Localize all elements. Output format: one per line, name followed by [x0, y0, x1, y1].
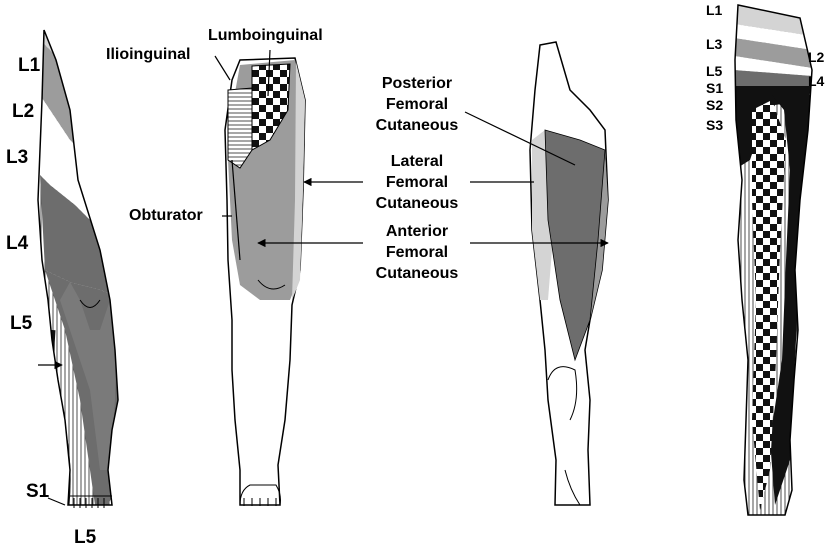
dermatome-label-l5: L5 [10, 314, 32, 333]
dermatome-label-l2-posterior: L2 [808, 50, 824, 64]
leader-lines [38, 50, 608, 505]
nerve-label-anterior-femoral-cutaneous: Anterior Femoral Cutaneous [364, 224, 470, 287]
nerve-label-obturator: Obturator [129, 208, 203, 224]
dermatome-label-s1-posterior: S1 [706, 81, 723, 95]
dermatome-label-l4-posterior: L4 [808, 74, 824, 88]
nerve-label-posterior-femoral-cutaneous: Posterior Femoral Cutaneous [364, 76, 470, 139]
dermatome-label-l3-posterior: L3 [706, 37, 722, 51]
dermatome-label-l1: L1 [18, 56, 40, 75]
leg-posterior-dermatomes [730, 0, 820, 520]
dermatome-label-l1-posterior: L1 [706, 3, 722, 17]
dermatome-label-s1: S1 [26, 482, 49, 501]
dermatome-label-l2: L2 [12, 102, 34, 121]
nerve-label-ilioinguinal: Ilioinguinal [106, 47, 190, 63]
dermatome-label-s2-posterior: S2 [706, 98, 723, 112]
leg-anterior-nerves [225, 58, 305, 506]
dermatome-label-l5-posterior: L5 [706, 64, 722, 78]
leg-anterior-dermatomes [30, 20, 130, 520]
nerve-label-lumboinguinal: Lumboinguinal [208, 28, 323, 44]
dermatome-label-l4: L4 [6, 234, 28, 253]
dermatome-label-l3: L3 [6, 148, 28, 167]
dermatome-label-l5-bottom: L5 [74, 528, 96, 547]
dermatome-label-s3-posterior: S3 [706, 118, 723, 132]
leg-posterior-nerves [530, 42, 608, 505]
nerve-label-lateral-femoral-cutaneous: Lateral Femoral Cutaneous [364, 154, 470, 217]
